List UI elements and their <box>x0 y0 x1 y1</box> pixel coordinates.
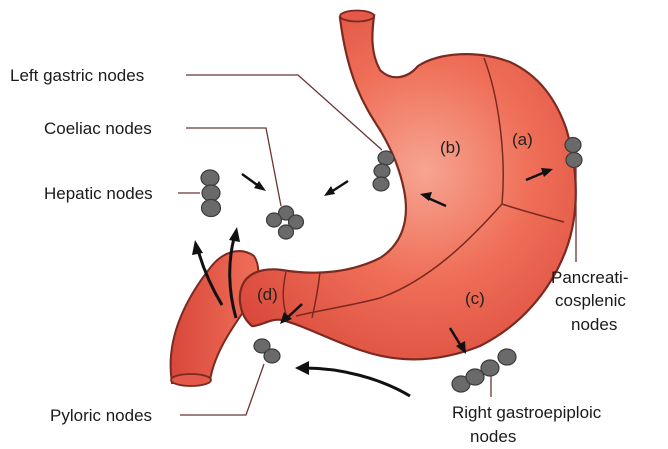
hepatic-node-cluster <box>201 170 221 217</box>
stomach <box>240 16 576 359</box>
left-gastric-node-cluster <box>373 151 394 191</box>
coeliac-node-cluster <box>267 206 304 239</box>
region-a-label: (a) <box>512 130 533 149</box>
right-gastroepiploic-node-cluster <box>452 349 516 392</box>
oesophagus-cut-end <box>340 11 374 22</box>
duodenum-cut-end <box>171 374 211 386</box>
hepatic-label: Hepatic nodes <box>44 184 153 203</box>
arrow-icon <box>242 174 266 191</box>
coeliac-label: Coeliac nodes <box>44 119 152 138</box>
right-gastroepiploic-label-line1: Right gastroepiploic <box>452 403 602 422</box>
region-d-label: (d) <box>257 285 278 304</box>
arrow-icon <box>324 181 348 196</box>
coeliac-leader <box>186 128 281 206</box>
pancreati-label-line2: cosplenic <box>555 291 626 310</box>
pancreati-label-line3: nodes <box>571 315 617 334</box>
region-c-label: (c) <box>465 289 485 308</box>
right-gastroepiploic-label-line2: nodes <box>470 427 516 446</box>
left-gastric-leader <box>186 75 382 150</box>
pyloric-node-cluster <box>254 339 280 363</box>
pyloric-label: Pyloric nodes <box>50 406 152 425</box>
left-gastric-label: Left gastric nodes <box>10 66 144 85</box>
arrow-icon <box>295 361 410 396</box>
pancreati-label-line1: Pancreati- <box>551 268 628 287</box>
region-b-label: (b) <box>440 138 461 157</box>
